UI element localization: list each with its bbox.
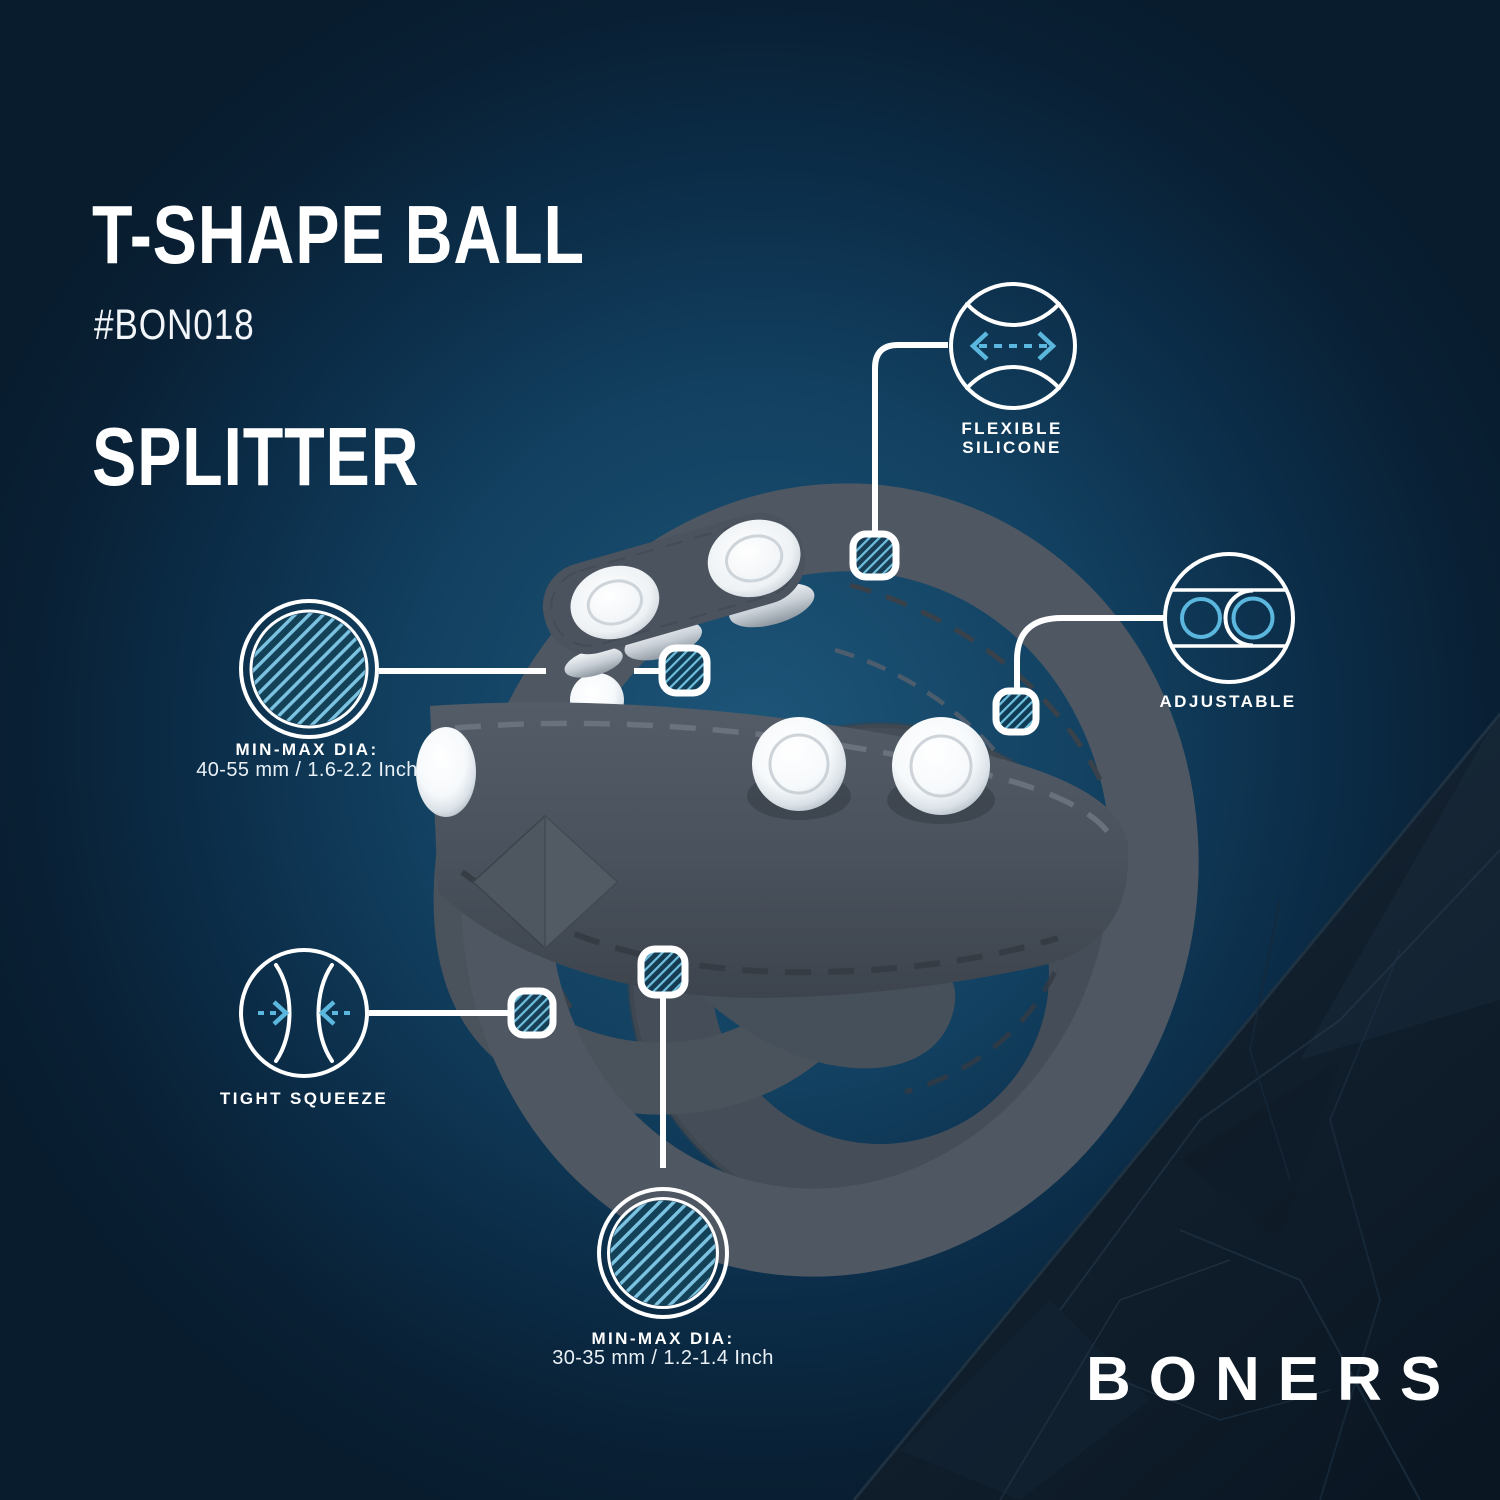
marker-adjustable bbox=[992, 687, 1040, 736]
feature-markers bbox=[507, 530, 1040, 1039]
squeeze-arrows-icon bbox=[239, 948, 369, 1078]
product-photo bbox=[416, 483, 1199, 1277]
callout-label-flexible-line1: FLEXIBLE bbox=[961, 419, 1063, 438]
callout-value-minmax-bottom: 30-35 mm / 1.2-1.4 Inch bbox=[552, 1347, 774, 1369]
marker-minmax-top bbox=[658, 644, 711, 697]
marker-flexible bbox=[849, 530, 900, 581]
hatched-circle-icon-bottom bbox=[597, 1187, 729, 1319]
brand-logo: BONERS bbox=[1086, 1345, 1460, 1414]
page-title-line2: SPLITTER bbox=[92, 410, 420, 503]
callout-label-minmax-top: MIN-MAX DIA: bbox=[235, 740, 379, 759]
callout-value-minmax-top: 40-55 mm / 1.6-2.2 Inch bbox=[196, 759, 418, 781]
connector-flexible bbox=[872, 342, 948, 533]
connector-adjustable bbox=[1014, 615, 1165, 691]
callout-label-tight-squeeze: TIGHT SQUEEZE bbox=[219, 1089, 389, 1108]
marker-minmax-bottom bbox=[637, 945, 689, 999]
callout-label-flexible-line2: SILICONE bbox=[962, 437, 1062, 457]
page-title: T-SHAPE BALL SPLITTER bbox=[92, 68, 585, 512]
marker-tight bbox=[507, 987, 557, 1039]
connector-lines bbox=[369, 342, 1165, 1168]
rock-texture-corner bbox=[852, 712, 1500, 1500]
page-title-line1: T-SHAPE BALL bbox=[92, 188, 585, 281]
callout-label-adjustable: ADJUSTABLE bbox=[1159, 692, 1297, 711]
snap-band-icon bbox=[1163, 552, 1295, 684]
product-sku: #BON018 bbox=[94, 301, 255, 349]
callout-label-minmax-bottom: MIN-MAX DIA: bbox=[591, 1329, 735, 1348]
flex-arrows-icon bbox=[949, 282, 1077, 410]
callout-label-flexible: FLEXIBLE SILICONE bbox=[912, 419, 1112, 457]
hatched-circle-icon-top bbox=[239, 599, 379, 739]
